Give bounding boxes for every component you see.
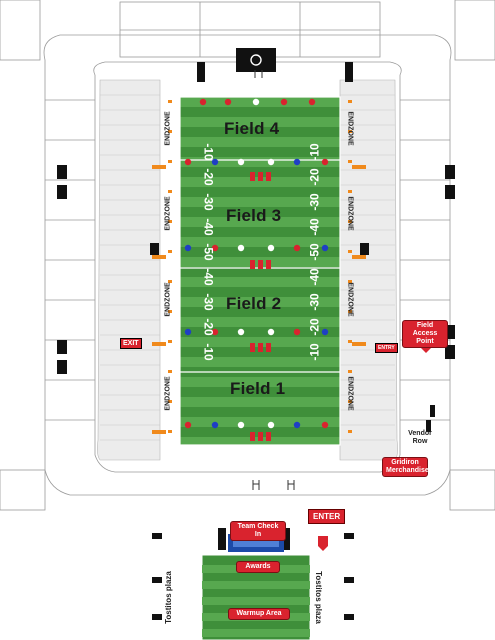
endzone-left-4: ENDZONE [164,376,172,411]
goal-post-icons [252,70,295,490]
bench-markers [250,172,271,441]
yard-number: -30 [307,193,322,211]
sideline-cones [152,100,366,434]
entry-sign: ENTRY [375,343,398,353]
field-label-2: Field 2 [226,294,282,313]
yard-number: -40 [307,268,322,286]
field-label-3: Field 3 [226,206,282,225]
field-label-1: Field 1 [230,379,286,398]
plaza-label-left: Tostitos plaza [163,571,173,624]
yard-number: -40 [201,268,216,286]
field-access-point-sign: Field Access Point [402,320,448,348]
endzone-left-3: ENDZONE [164,282,172,317]
yard-number: -20 [307,168,322,186]
warmup-area-sign: Warmup Area [228,608,290,620]
yard-number: -50 [307,243,322,261]
enter-arrow [318,536,328,551]
field-label-4: Field 4 [224,119,280,138]
field-markers [184,98,329,429]
endzone-right-1: ENDZONE [346,111,354,146]
yard-number: -20 [307,318,322,336]
endzone-left-2: ENDZONE [164,196,172,231]
vendor-row-label: Vendor Row [408,430,432,445]
scoreboard [236,48,276,72]
yard-number: -10 [307,343,322,361]
yard-number: -30 [201,193,216,211]
banner-posts [57,62,455,620]
exit-sign: EXIT [120,338,142,349]
endzone-right-3: ENDZONE [346,282,354,317]
awards-sign: Awards [236,561,280,573]
yard-number: -10 [201,343,216,361]
yard-number: -20 [201,168,216,186]
endzone-right-2: ENDZONE [346,196,354,231]
team-check-in-sign: Team Check In [230,521,286,541]
seating-sections [97,79,398,461]
yard-number: -20 [201,318,216,336]
yard-number: -30 [307,293,322,311]
endzone-right-4: ENDZONE [346,376,354,411]
yard-numbers-left: -10 -20 -30 -40 -50 -40 -30 -20 -10 [200,143,216,375]
endzone-left-1: ENDZONE [164,111,172,146]
gridiron-merchandise-sign: Gridiron Merchandise [382,457,429,477]
yard-number: -40 [307,218,322,236]
yard-number: -50 [201,243,216,261]
plaza-label-right: Tostitos plaza [313,571,323,624]
yard-number: -10 [201,143,216,161]
yard-number: -30 [201,293,216,311]
yard-numbers-right: -10 -20 -30 -40 -50 -40 -30 -20 -10 [306,143,322,375]
main-turf [179,96,341,446]
yard-number: -10 [307,143,322,161]
stadium-outline [0,0,495,511]
enter-sign: ENTER [308,509,346,524]
yard-number: -40 [201,218,216,236]
